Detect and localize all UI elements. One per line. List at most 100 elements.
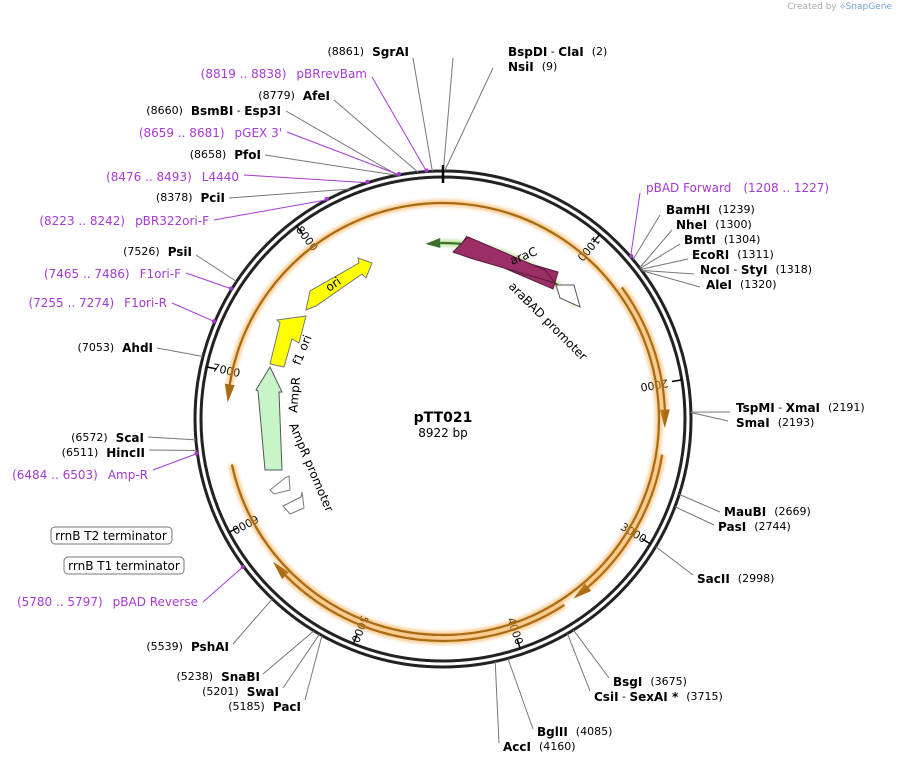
site-label-23: (7053)AhdI bbox=[78, 341, 153, 355]
site-name-part: - bbox=[233, 104, 244, 117]
tick-3000 bbox=[641, 538, 651, 545]
site-name-part: SgrAI bbox=[372, 45, 409, 59]
primer-range: (1208 .. 1227) bbox=[743, 181, 829, 195]
site-label-15: BglII (4085) bbox=[537, 725, 612, 739]
site-label-1: NsiI(9) bbox=[508, 60, 557, 74]
primer-label-2: (6484 .. 6503)Amp-R bbox=[12, 468, 148, 482]
tick-1000 bbox=[592, 234, 601, 243]
site-label-7: AleI(1320) bbox=[706, 278, 777, 292]
site-name-part: CsiI bbox=[594, 690, 619, 704]
primer-line-2 bbox=[152, 452, 198, 471]
site-name-part: NcoI bbox=[700, 263, 730, 277]
site-label-22: (6572) ScaI bbox=[71, 431, 144, 445]
arabad-promoter-arrow bbox=[555, 284, 581, 308]
site-name-part: XmaI bbox=[786, 401, 820, 415]
arac-outer-arc-head bbox=[425, 238, 441, 249]
site-label-4: BmtI(1304) bbox=[684, 233, 760, 247]
orf-arc-1 bbox=[620, 286, 666, 410]
site-position: (4085) bbox=[576, 725, 613, 738]
orf-arc-left-1-head bbox=[224, 383, 235, 403]
orf-arc-3 bbox=[284, 574, 565, 643]
leader-line-10 bbox=[679, 493, 721, 513]
site-position: (1311) bbox=[737, 248, 774, 261]
site-name-part: AccI bbox=[503, 740, 531, 754]
tick-5000 bbox=[352, 634, 358, 645]
primer-line-7 bbox=[286, 131, 400, 176]
site-name-part: BspDI bbox=[508, 45, 547, 59]
site-name-part: MauBI bbox=[724, 505, 766, 519]
primer-line-4 bbox=[185, 272, 232, 290]
site-name-part: PasI bbox=[718, 520, 746, 534]
leader-line-12 bbox=[655, 546, 694, 576]
site-name-part: TspMI bbox=[736, 401, 775, 415]
site-name-part: ScaI bbox=[116, 431, 144, 445]
site-label-2: BamHI(1239) bbox=[666, 203, 755, 217]
site-label-12: SacII(2998) bbox=[697, 572, 774, 586]
site-name-part: BglII bbox=[537, 725, 568, 739]
site-name-part: BsgI bbox=[613, 675, 642, 689]
feature-label-ampr: AmpR bbox=[286, 376, 303, 413]
site-name-part: PciI bbox=[201, 191, 226, 205]
site-position: (9) bbox=[542, 60, 558, 73]
arac-arrow-body bbox=[452, 236, 557, 284]
feature-arrows bbox=[224, 199, 670, 645]
primer-line-8 bbox=[371, 76, 428, 172]
site-name-part: - bbox=[619, 690, 630, 703]
site-position: (2744) bbox=[754, 520, 791, 533]
primer-label-8: (8819 .. 8838)pBRrevBam bbox=[201, 67, 367, 81]
site-position: (6572) bbox=[71, 431, 108, 444]
leader-line-0 bbox=[442, 57, 454, 172]
site-label-21: (6511)HincII bbox=[62, 446, 145, 460]
leader-line-18 bbox=[282, 633, 320, 689]
primer-line-0 bbox=[630, 192, 641, 257]
site-label-13: BsgI (3675) bbox=[613, 675, 687, 689]
terminator-arrow bbox=[282, 491, 305, 515]
leader-line-26 bbox=[264, 154, 398, 176]
tick-6000 bbox=[228, 526, 239, 533]
site-position: (3715) bbox=[686, 690, 723, 703]
leader-line-11 bbox=[674, 506, 715, 526]
site-label-9: SmaI(2193) bbox=[736, 416, 814, 430]
primer-marker-2 bbox=[194, 451, 199, 456]
site-position: (1318) bbox=[776, 263, 813, 276]
leader-line-25 bbox=[228, 188, 351, 199]
site-name-part: BsmBI bbox=[191, 104, 233, 118]
primer-label-4: (7465 .. 7486)F1ori-F bbox=[44, 267, 181, 281]
leader-line-16 bbox=[494, 661, 500, 744]
primer-range: (8223 .. 8242) bbox=[39, 214, 125, 228]
site-name-part: PfoI bbox=[234, 148, 261, 162]
site-name-part: PsiI bbox=[168, 245, 192, 259]
label-leader-lines bbox=[147, 57, 731, 744]
leader-line-4 bbox=[639, 243, 681, 269]
site-position: (6511) bbox=[62, 446, 99, 459]
leader-line-28 bbox=[333, 99, 419, 173]
primer-marker-8 bbox=[424, 168, 429, 173]
site-position: (5201) bbox=[202, 685, 239, 698]
site-label-0: BspDI - ClaI(2) bbox=[508, 45, 607, 59]
site-name-part: BamHI bbox=[666, 203, 710, 217]
primer-range: (7465 .. 7486) bbox=[44, 267, 130, 281]
site-name-part: - bbox=[730, 263, 741, 276]
leader-line-19 bbox=[262, 630, 315, 675]
terminator-t2-box bbox=[50, 526, 173, 545]
site-name-part: SmaI bbox=[736, 416, 770, 430]
leader-line-22 bbox=[147, 436, 196, 441]
site-position: (3675) bbox=[650, 675, 687, 688]
site-position: (2) bbox=[592, 45, 608, 58]
leader-line-2 bbox=[632, 214, 661, 260]
site-label-3: NheI(1300) bbox=[676, 218, 752, 232]
site-name-part: EcoRI bbox=[692, 248, 729, 262]
primer-name: F1ori-R bbox=[124, 296, 167, 310]
site-name-part: - bbox=[775, 401, 786, 414]
site-position: (1320) bbox=[740, 278, 777, 291]
site-name-part: ClaI bbox=[558, 45, 583, 59]
site-name-part: PshAI bbox=[191, 640, 229, 654]
site-label-14: CsiI - SexAI *(3715) bbox=[594, 690, 723, 704]
leader-line-24 bbox=[195, 254, 237, 282]
primer-range: (5780 .. 5797) bbox=[17, 595, 103, 609]
site-position: (8658) bbox=[190, 148, 227, 161]
leader-line-23 bbox=[156, 347, 204, 358]
orf-arc-3-head bbox=[272, 561, 290, 580]
site-label-28: (8779)AfeI bbox=[258, 89, 330, 103]
